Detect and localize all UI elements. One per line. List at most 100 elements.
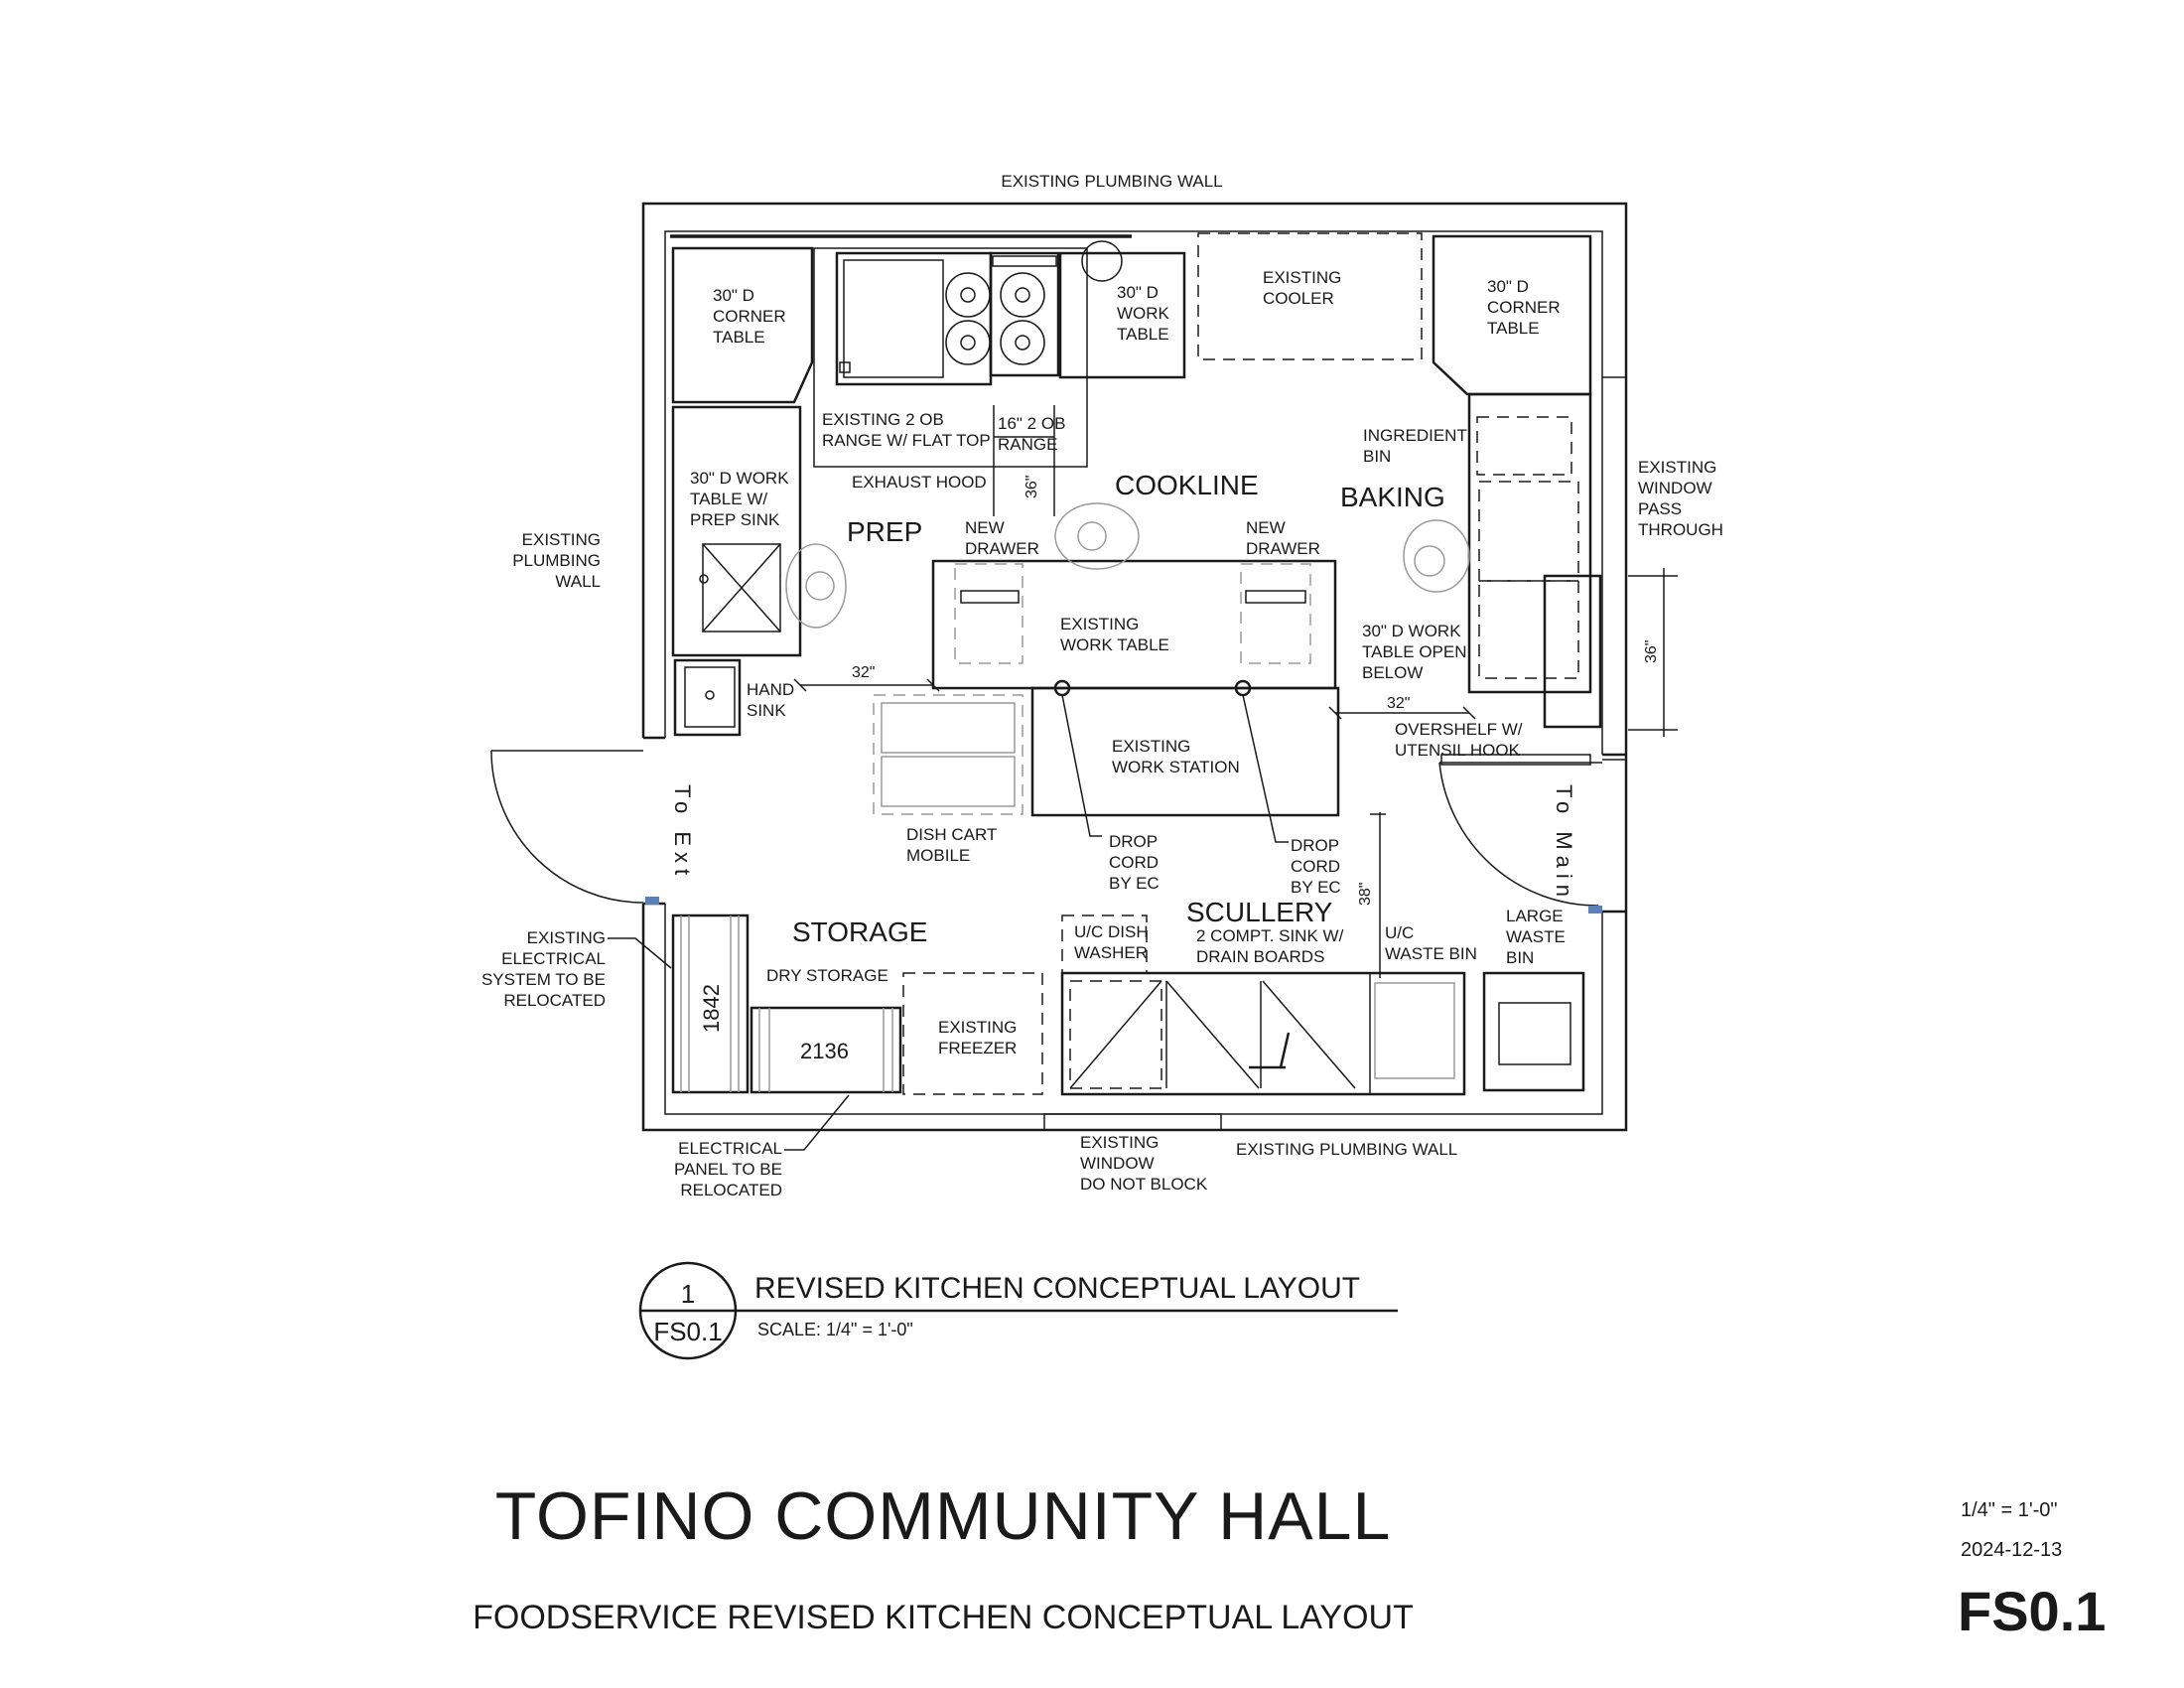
label-large-waste-2: WASTE	[1506, 927, 1566, 946]
label-elec-system-3: SYSTEM TO BE	[481, 970, 606, 989]
doors	[490, 750, 1602, 914]
label-work-table-top-2: WORK	[1117, 304, 1170, 323]
label-new-drawer-l-2: DRAWER	[965, 539, 1039, 558]
label-new-drawer-r-2: DRAWER	[1246, 539, 1320, 558]
room-storage: STORAGE	[792, 916, 927, 947]
label-dishwasher-1: U/C DISH	[1074, 922, 1149, 941]
label-ingredient-bin-2: BIN	[1363, 447, 1391, 466]
label-dish-cart-1: DISH CART	[906, 825, 997, 844]
label-range-2ob-2: RANGE W/ FLAT TOP	[822, 431, 991, 450]
label-drop-cord-r-2: CORD	[1291, 857, 1340, 876]
dim-36-right: 36"	[1643, 640, 1660, 663]
label-wall-left-2: PLUMBING	[512, 551, 601, 570]
label-dish-cart-2: MOBILE	[906, 846, 970, 865]
label-hand-sink-2: SINK	[747, 701, 786, 720]
label-range-16-2: RANGE	[998, 435, 1057, 454]
label-corner-table-l-1: 30" D	[713, 286, 754, 305]
label-overshelf-2: UTENSIL HOOK	[1395, 741, 1521, 760]
shelf-1842: 1842	[699, 984, 724, 1033]
callout-number: 1	[681, 1279, 695, 1309]
room-baking: BAKING	[1340, 482, 1445, 512]
label-hand-sink-1: HAND	[747, 680, 794, 699]
dim-38: 38"	[1357, 883, 1374, 906]
label-drop-cord-l-2: CORD	[1109, 853, 1159, 872]
label-elec-panel-3: RELOCATED	[680, 1181, 782, 1199]
label-to-ext: To Ext	[670, 784, 695, 881]
label-new-drawer-l-1: NEW	[965, 518, 1005, 537]
label-corner-table-l-3: TABLE	[713, 328, 765, 347]
label-wall-left-1: EXISTING	[522, 530, 601, 549]
label-uc-waste-1: U/C	[1385, 923, 1414, 942]
title-block-sheet: FS0.1	[1958, 1580, 2107, 1642]
label-prep-table-3: PREP SINK	[690, 510, 780, 529]
label-uc-waste-2: WASTE BIN	[1385, 944, 1477, 963]
title-block-date: 2024-12-13	[1961, 1539, 2063, 1561]
label-freezer-1: EXISTING	[938, 1018, 1017, 1037]
drawing-callout: 1 FS0.1 REVISED KITCHEN CONCEPTUAL LAYOU…	[638, 1261, 1398, 1360]
dimensions: 36" 32" 32" 36" 38" 1842 2136	[699, 476, 1660, 1063]
dim-32-left: 32"	[852, 664, 875, 681]
label-sink-1: 2 COMPT. SINK W/	[1196, 926, 1344, 945]
label-wall-top: EXISTING PLUMBING WALL	[1001, 172, 1222, 191]
label-large-waste-3: BIN	[1506, 948, 1534, 967]
label-work-table-center-1: EXISTING	[1060, 615, 1139, 633]
label-elec-panel-2: PANEL TO BE	[674, 1160, 782, 1179]
label-prep-table-1: 30" D WORK	[690, 469, 789, 488]
label-corner-table-r-1: 30" D	[1487, 277, 1529, 296]
label-corner-table-r-3: TABLE	[1487, 319, 1540, 338]
callout-sheet: FS0.1	[653, 1317, 722, 1346]
dim-36-hood: 36"	[1024, 476, 1040, 498]
label-corner-table-l-2: CORNER	[713, 307, 786, 326]
label-window-noblock-1: EXISTING	[1080, 1133, 1159, 1152]
label-new-drawer-r-1: NEW	[1246, 518, 1286, 537]
room-cookline: COOKLINE	[1115, 470, 1259, 500]
right-equipment	[1403, 392, 1678, 737]
callout-title: REVISED KITCHEN CONCEPTUAL LAYOUT	[754, 1272, 1360, 1305]
label-baking-table-3: BELOW	[1362, 663, 1423, 682]
dim-32-right: 32"	[1387, 695, 1410, 712]
label-work-table-top-1: 30" D	[1117, 283, 1159, 302]
label-dry-storage: DRY STORAGE	[766, 966, 888, 985]
label-wall-left-3: WALL	[555, 572, 601, 591]
label-sink-2: DRAIN BOARDS	[1196, 947, 1324, 966]
center-island	[793, 502, 1476, 978]
title-block-scale: 1/4" = 1'-0"	[1961, 1499, 2058, 1521]
label-overshelf-1: OVERSHELF W/	[1395, 720, 1523, 739]
label-to-main: To Main	[1552, 784, 1576, 903]
label-ingredient-bin-1: INGREDIENT	[1363, 426, 1467, 445]
labels: EXISTING PLUMBING WALL EXISTING PLUMBING…	[481, 172, 1723, 1199]
label-cooler-2: COOLER	[1263, 289, 1334, 308]
label-cooler-1: EXISTING	[1263, 268, 1341, 287]
label-work-table-top-3: TABLE	[1117, 325, 1169, 344]
label-work-table-center-2: WORK TABLE	[1060, 635, 1169, 654]
callout-scale: SCALE: 1/4" = 1'-0"	[757, 1320, 913, 1339]
left-equipment	[671, 405, 847, 737]
shelf-2136: 2136	[800, 1039, 849, 1063]
label-work-station-2: WORK STATION	[1112, 758, 1240, 776]
label-large-waste-1: LARGE	[1506, 907, 1564, 925]
project-subtitle: FOODSERVICE REVISED KITCHEN CONCEPTUAL L…	[473, 1599, 1414, 1636]
bottom-equipment	[608, 754, 1591, 1151]
label-window-pass-3: PASS	[1638, 499, 1682, 518]
label-window-noblock-2: WINDOW	[1080, 1154, 1155, 1173]
label-range-2ob-1: EXISTING 2 OB	[822, 410, 944, 429]
label-freezer-2: FREEZER	[938, 1039, 1017, 1057]
label-drop-cord-r-3: BY EC	[1291, 878, 1341, 897]
label-window-pass-2: WINDOW	[1638, 479, 1712, 497]
label-corner-table-r-2: CORNER	[1487, 298, 1561, 317]
label-range-16-1: 16" 2 OB	[998, 414, 1065, 433]
label-elec-system-2: ELECTRICAL	[501, 949, 606, 968]
label-drop-cord-l-1: DROP	[1109, 832, 1158, 851]
label-exhaust-hood: EXHAUST HOOD	[852, 473, 987, 492]
top-equipment	[671, 232, 1592, 516]
label-drop-cord-r-1: DROP	[1291, 836, 1339, 855]
label-elec-panel-1: ELECTRICAL	[678, 1139, 782, 1158]
room-prep: PREP	[847, 516, 922, 547]
label-elec-system-1: EXISTING	[527, 928, 606, 947]
project-title: TOFINO COMMUNITY HALL	[494, 1478, 1392, 1554]
room-scullery: SCULLERY	[1186, 897, 1333, 927]
label-work-station-1: EXISTING	[1112, 737, 1190, 756]
label-drop-cord-l-3: BY EC	[1109, 874, 1160, 893]
label-window-pass-1: EXISTING	[1638, 458, 1716, 477]
